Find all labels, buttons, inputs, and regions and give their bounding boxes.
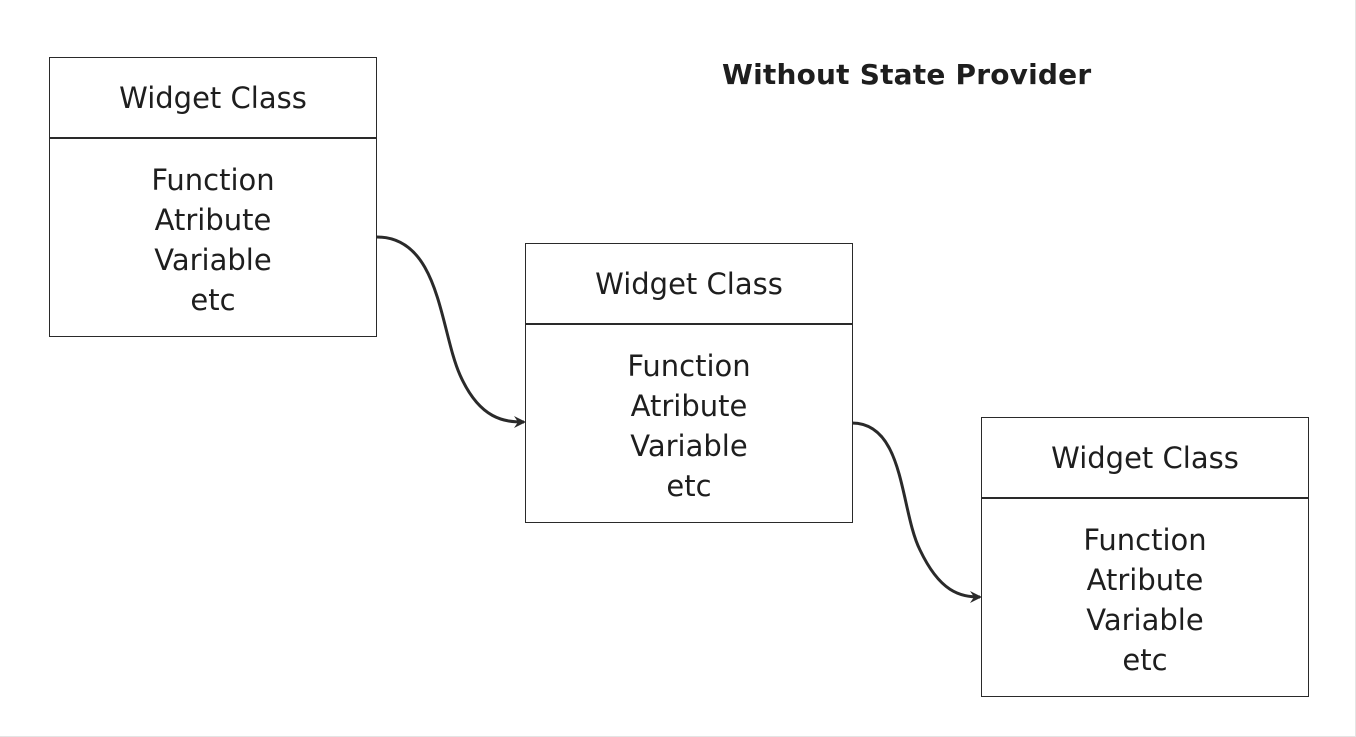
member-atribute: Atribute — [630, 389, 748, 423]
member-atribute: Atribute — [154, 203, 272, 237]
widget-class-box-3: Widget Class Function Atribute Variable … — [981, 417, 1309, 697]
widget-class-header: Widget Class — [526, 244, 852, 325]
widget-class-box-1: Widget Class Function Atribute Variable … — [49, 57, 377, 337]
member-etc: etc — [666, 469, 712, 503]
widget-class-body: Function Atribute Variable etc — [982, 499, 1308, 680]
member-etc: etc — [190, 283, 236, 317]
widget-class-body: Function Atribute Variable etc — [526, 325, 852, 506]
widget-class-header: Widget Class — [50, 58, 376, 139]
connector-arrow-1-to-2 — [376, 235, 526, 428]
widget-class-header: Widget Class — [982, 418, 1308, 499]
widget-class-box-2: Widget Class Function Atribute Variable … — [525, 243, 853, 523]
member-variable: Variable — [630, 429, 748, 463]
member-function: Function — [151, 163, 275, 197]
diagram-title: Without State Provider — [722, 58, 1092, 91]
member-atribute: Atribute — [1086, 563, 1204, 597]
member-variable: Variable — [1086, 603, 1204, 637]
member-function: Function — [1083, 523, 1207, 557]
widget-class-body: Function Atribute Variable etc — [50, 139, 376, 320]
member-etc: etc — [1122, 643, 1168, 677]
member-function: Function — [627, 349, 751, 383]
member-variable: Variable — [154, 243, 272, 277]
connector-arrow-2-to-3 — [851, 421, 982, 603]
